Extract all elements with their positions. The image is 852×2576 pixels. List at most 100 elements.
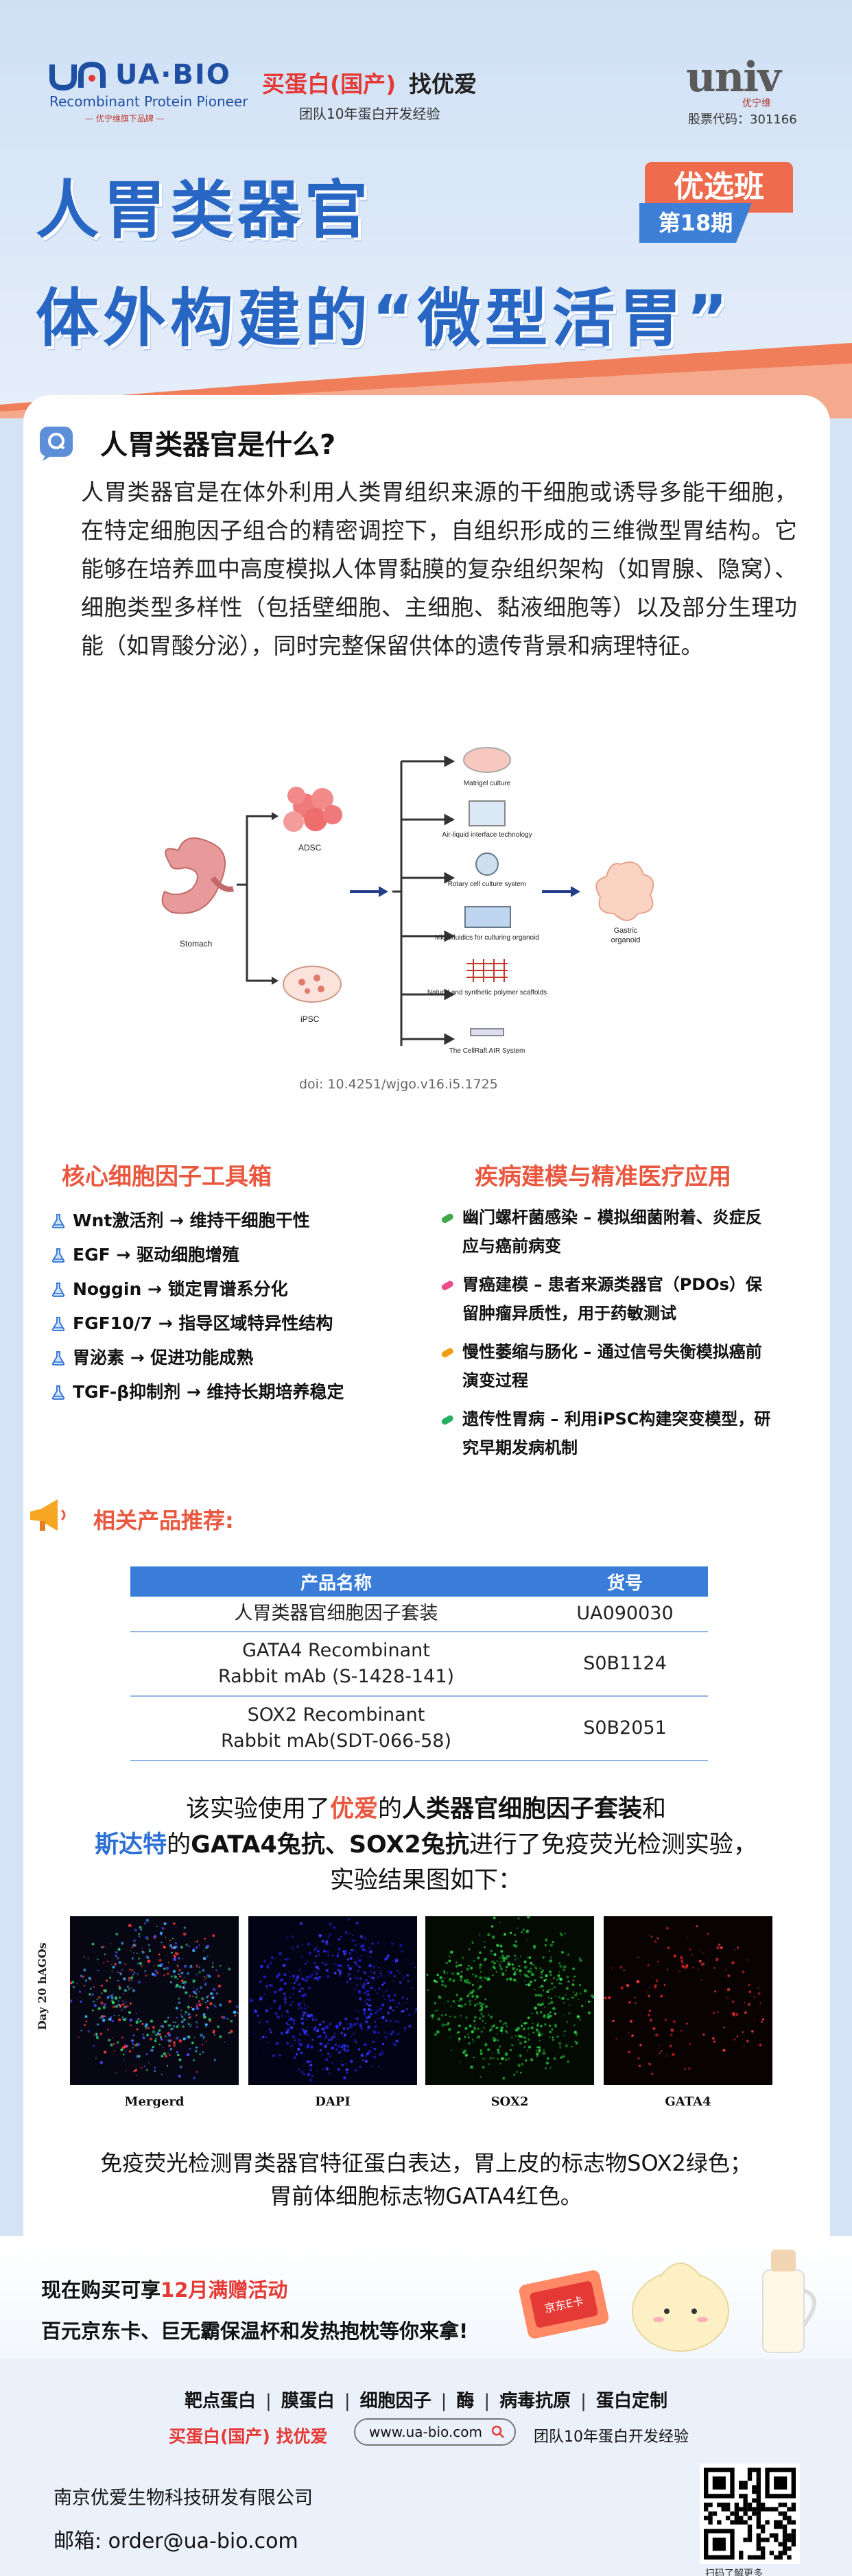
stock-code: 股票代码：301166 [688,112,797,127]
conclusion-line1: 免疫荧光检测胃类器官特征蛋白表达，胃上皮的标志物SOX2绿色； [100,2150,752,2176]
col-product-name: 产品名称 [130,1566,542,1597]
label-adsc: ADSC [298,843,322,852]
product-code: S0B1124 [542,1632,708,1697]
category-link[interactable]: 靶点蛋白 [185,2391,257,2411]
panel-label-gata4: GATA4 [665,2095,711,2109]
category-link[interactable]: 酶 [456,2391,475,2411]
promo-line2: 百元京东卡、巨无霸保温杯和发热抱枕等你来拿! [41,2319,469,2343]
method-label-1: Air-liquid interface technology [442,831,532,839]
brand-subtitle: Recombinant Protein Pioneer [49,93,248,110]
product-name: SOX2 Recombinant Rabbit mAb(SDT-066-58) [130,1696,542,1761]
toolbox-item: EGF → 驱动细胞增殖 [51,1244,344,1266]
footer-buy-slogan: 买蛋白(国产) 找优爱 [169,2426,328,2446]
search-icon[interactable] [491,2425,505,2439]
hero-title-line1: 人胃类器官 [36,174,372,247]
method-label-5: The CellRaft AIR System [449,1047,525,1055]
flask-icon [51,1283,65,1297]
microfluidic-chip-icon [464,906,511,928]
badge-issue-number: 第18期 [639,203,752,243]
category-separator: | [265,2391,272,2411]
polymer-scaffold-icon [466,959,508,982]
intro-paragraph: 人胃类器官是在体外利用人类胃组织来源的干细胞或诱导多能干细胞，在特定细胞因子组合… [81,479,797,659]
brand-name: UA·BIO [115,59,231,91]
brand-slogan: — 优宁维旗下品牌 — [85,114,165,123]
flask-icon [51,1317,65,1331]
category-separator: | [580,2391,587,2411]
category-link[interactable]: 病毒抗原 [499,2391,571,2411]
toolbox-list: Wnt激活剂 → 维持干细胞干性 EGF → 驱动细胞增殖 Noggin → 锁定胃… [51,1210,344,1416]
product-name: 人胃类器官细胞因子套装 [130,1597,542,1632]
dna-icon [441,1280,453,1291]
category-separator: | [440,2391,447,2411]
label-stomach: Stomach [180,939,212,949]
toolbox-item: Noggin → 锁定胃谱系分化 [51,1278,344,1300]
qr-code-icon[interactable] [700,2464,800,2564]
thermos-cup-icon [762,2250,816,2353]
ua-bio-logo-icon [49,61,106,91]
sox2-fluorescence-image [425,1916,594,2085]
cellraft-icon [470,1028,504,1036]
website-url: www.ua-bio.com [369,2424,482,2440]
application-item: 慢性萎缩与肠化 – 通过信号失衡模拟癌前演变过程 [439,1337,775,1395]
method-label-2: Rotary cell culture system [448,881,526,888]
air-liquid-well-icon [469,800,506,826]
merged-fluorescence-image [70,1916,239,2085]
label-organoid: organoid [611,936,641,944]
jd-card-icon: 京东E卡 [519,2270,609,2339]
pill-icon [441,1213,453,1224]
experiment-line3: 实验结果图如下： [329,1867,522,1894]
company-name: 南京优爱生物科技研发有限公司 [54,2488,313,2509]
application-item: 幽门螺杆菌感染 – 模拟细菌附着、炎症反应与癌前病变 [439,1203,775,1261]
matrigel-dish-icon [463,747,511,773]
table-row[interactable]: 人胃类器官细胞因子套装 UA090030 [130,1597,708,1632]
promo-gifts-illustration: 京东E卡 [519,2250,816,2353]
panel-label-merged: Mergerd [124,2095,185,2109]
category-link[interactable]: 膜蛋白 [281,2391,335,2411]
product-name: GATA4 Recombinant Rabbit mAb (S-1428-141… [130,1632,542,1697]
related-products-title: 相关产品推荐: [93,1507,234,1534]
gata4-fluorescence-image [604,1916,772,2085]
col-catalog-no: 货号 [542,1566,708,1597]
find-uabio-text: 找优爱 [409,71,477,97]
footer-team-text: 团队10年蛋白开发经验 [534,2429,689,2446]
univ-logo-cn: 优宁维 [742,98,771,109]
table-row[interactable]: GATA4 Recombinant Rabbit mAb (S-1428-141… [130,1632,708,1697]
qr-caption: 扫码了解更多 [705,2568,763,2576]
adsc-cell-cluster [283,787,342,832]
table-row[interactable]: SOX2 Recombinant Rabbit mAb(SDT-066-58) … [130,1696,708,1761]
team-experience-text: 团队10年蛋白开发经验 [299,106,440,122]
category-link[interactable]: 细胞因子 [359,2391,431,2411]
category-separator: | [344,2391,351,2411]
promo-line1: 现在购买可享12月满赠活动 [41,2278,288,2302]
toolbox-item: Wnt激活剂 → 维持干细胞干性 [51,1210,344,1232]
flask-icon [51,1214,65,1228]
toolbox-item: FGF10/7 → 指导区域特异性结构 [51,1313,344,1335]
refresh-icon [441,1348,453,1358]
dapi-fluorescence-image [248,1916,417,2085]
ipsc-dish [283,966,342,1003]
content-card [23,395,830,2459]
organoid-construction-diagram: Stomach ADSC iPSC Matrigel culture Air-l… [161,747,654,1055]
hero-title-line2: 体外构建的“微型活胃” [36,282,732,355]
doi-reference: doi: 10.4251/wjgo.v16.i5.1725 [299,1077,498,1092]
applications-list: 幽门螺杆菌感染 – 模拟细菌附着、炎症反应与癌前病变胃癌建模 – 患者来源类器官… [439,1203,775,1472]
flask-icon [51,1351,65,1365]
contact-email[interactable]: 邮箱: order@ua-bio.com [54,2529,298,2553]
gastric-organoid-icon [595,861,654,921]
toolbox-item: 胃泌素 → 促进功能成熟 [51,1347,344,1369]
method-label-0: Matrigel culture [464,780,511,787]
website-search-box[interactable]: www.ua-bio.com [354,2418,516,2446]
category-nav: 靶点蛋白|膜蛋白|细胞因子|酶|病毒抗原|蛋白定制 [0,2387,852,2412]
method-label-4: Natural and synthetic polymer scaffolds [427,989,547,997]
experiment-description: 该实验使用了优爱的人类器官细胞因子套装和 斯达特的GATA4兔抗、SOX2兔抗进… [41,1791,811,1898]
category-link[interactable]: 蛋白定制 [595,2391,667,2411]
application-item: 遗传性胃病 – 利用iPSC构建突变模型，研究早期发病机制 [439,1405,775,1462]
method-label-3: Microfluidics for culturing organoid [435,934,539,942]
section-question-title: 人胃类器官是什么? [100,429,336,461]
experiment-line2: 斯达特的GATA4兔抗、SOX2兔抗进行了免疫荧光检测实验， [95,1831,757,1859]
panel-label-dapi: DAPI [315,2095,351,2109]
conclusion-line2: 胃前体细胞标志物GATA4红色。 [270,2183,582,2209]
y-axis-label: Day 20 hAGOs [36,1942,49,2030]
stomach-illustration [161,837,235,914]
application-item: 胃癌建模 – 患者来源类器官（PDOs）保留肿瘤异质性，用于药敏测试 [439,1270,775,1328]
